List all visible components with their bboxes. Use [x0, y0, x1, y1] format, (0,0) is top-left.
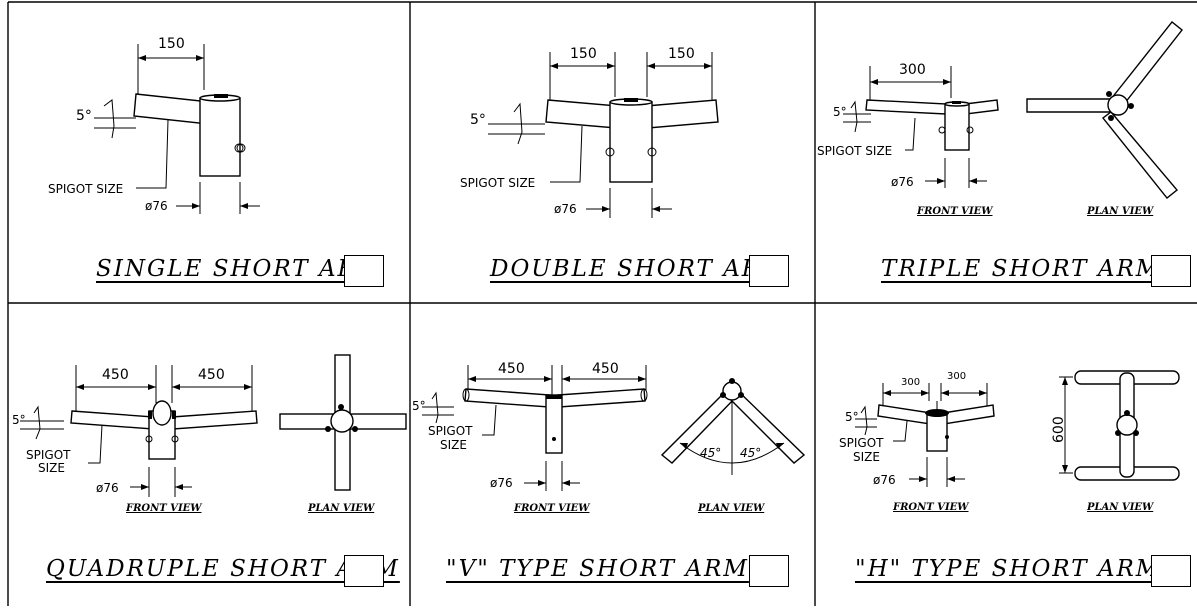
- dim-150-right: 150: [668, 46, 695, 62]
- spigot-size-label: SPIGOT SIZE: [817, 144, 892, 158]
- caption-h-type: "H" TYPE SHORT ARM: [855, 556, 1162, 582]
- diameter-label: ø76: [145, 199, 168, 213]
- diameter-label: ø76: [891, 175, 914, 189]
- panel-triple-short-arm: 300 5° SPIGOT SIZE ø76 FRONT VIEW: [815, 2, 1197, 303]
- dim-450-left: 450: [102, 367, 129, 383]
- dim-450-left: 450: [498, 361, 525, 377]
- angle-45-right: 45°: [740, 446, 761, 460]
- front-view-label: FRONT VIEW: [125, 503, 203, 514]
- quadruple-arm-drawing: 450 450 5° SPIGOT SIZE: [12, 354, 407, 514]
- caption-double: DOUBLE SHORT ARM: [490, 256, 787, 282]
- plan-view-label: PLAN VIEW: [307, 503, 376, 514]
- spigot-label: SPIGOT: [839, 436, 884, 450]
- v-type-arm-drawing: 450 450 5° SPIGOT SIZE: [412, 361, 806, 514]
- front-view-label: FRONT VIEW: [892, 502, 970, 513]
- size-label: SIZE: [38, 461, 65, 475]
- diameter-label: ø76: [873, 473, 896, 487]
- select-checkbox-triple[interactable]: [1151, 255, 1191, 287]
- triple-arm-drawing: 300 5° SPIGOT SIZE ø76 FRONT VIEW: [817, 21, 1183, 217]
- dim-300: 300: [899, 62, 926, 78]
- caption-single: SINGLE SHORT ARM: [96, 256, 383, 282]
- caption-quadruple: QUADRUPLE SHORT ARM: [46, 556, 400, 582]
- dim-150-left: 150: [570, 46, 597, 62]
- select-checkbox-single[interactable]: [344, 255, 384, 287]
- dim-450-right: 450: [198, 367, 225, 383]
- single-arm-drawing: 150 5° SPIGOT SIZE ø76: [48, 36, 260, 214]
- angle-label: 5°: [412, 399, 426, 413]
- spigot-label: SPIGOT: [26, 448, 71, 462]
- double-arm-drawing: 150 150 5° SPIGOT SIZE: [460, 46, 719, 218]
- spigot-size-label: SPIGOT SIZE: [460, 176, 535, 190]
- plan-view-label: PLAN VIEW: [1086, 206, 1155, 217]
- angle-label: 5°: [833, 105, 847, 119]
- panel-single-short-arm: 150 5° SPIGOT SIZE ø76: [8, 2, 410, 303]
- panel-quadruple-short-arm: 450 450 5° SPIGOT SIZE: [8, 303, 410, 606]
- diameter-label: ø76: [554, 202, 577, 216]
- plan-view-label: PLAN VIEW: [1086, 502, 1155, 513]
- panel-double-short-arm: 150 150 5° SPIGOT SIZE: [410, 2, 815, 303]
- dim-300-left: 300: [901, 377, 920, 388]
- h-type-plan-view: [1059, 370, 1180, 481]
- triple-plan-view: [1026, 21, 1183, 199]
- v-type-plan-view: [660, 378, 806, 475]
- front-view-label: FRONT VIEW: [916, 206, 994, 217]
- dim-300-right: 300: [947, 371, 966, 382]
- dim-150: 150: [158, 36, 185, 52]
- select-checkbox-double[interactable]: [749, 255, 789, 287]
- panel-v-type-short-arm: 450 450 5° SPIGOT SIZE: [410, 303, 815, 606]
- caption-v-type: "V" TYPE SHORT ARM: [446, 556, 749, 582]
- angle-45-left: 45°: [700, 446, 721, 460]
- plan-view-label: PLAN VIEW: [697, 503, 766, 514]
- select-checkbox-quadruple[interactable]: [344, 555, 384, 587]
- size-label: SIZE: [440, 438, 467, 452]
- angle-label: 5°: [12, 413, 26, 427]
- h-type-arm-drawing: 300 300 5° SPIGOT SIZE: [839, 370, 1180, 513]
- diameter-label: ø76: [96, 481, 119, 495]
- angle-label: 5°: [76, 108, 92, 124]
- dim-450-right: 450: [592, 361, 619, 377]
- front-view-label: FRONT VIEW: [513, 503, 591, 514]
- select-checkbox-h-type[interactable]: [1151, 555, 1191, 587]
- spigot-label: SPIGOT: [428, 424, 473, 438]
- size-label: SIZE: [853, 450, 880, 464]
- quadruple-plan-view: [279, 354, 407, 491]
- height-600: 600: [1051, 416, 1067, 443]
- panel-h-type-short-arm: 300 300 5° SPIGOT SIZE: [815, 303, 1197, 606]
- angle-label: 5°: [845, 410, 859, 424]
- select-checkbox-v-type[interactable]: [749, 555, 789, 587]
- spigot-size-label: SPIGOT SIZE: [48, 182, 123, 196]
- caption-triple: TRIPLE SHORT ARM: [881, 256, 1162, 282]
- diameter-label: ø76: [490, 476, 513, 490]
- angle-label: 5°: [470, 112, 486, 128]
